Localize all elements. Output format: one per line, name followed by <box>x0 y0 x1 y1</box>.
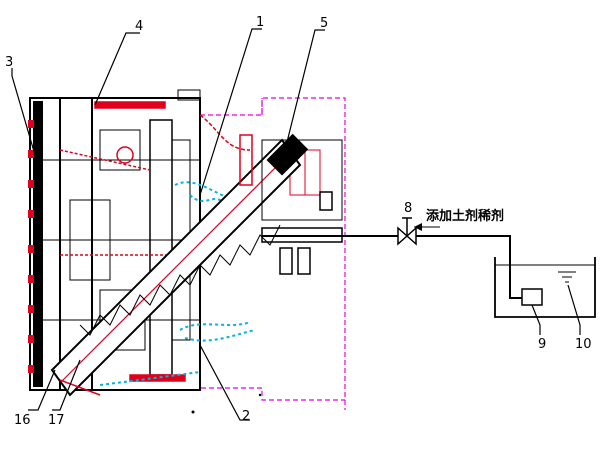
valve-8 <box>397 217 417 246</box>
additive-label: 添加土剂稀剂 <box>426 208 504 224</box>
label-4: 4 <box>135 19 143 34</box>
label-16: 16 <box>14 413 31 428</box>
label-5: 5 <box>320 16 328 31</box>
label-17: 17 <box>48 413 65 428</box>
label-9: 9 <box>538 337 546 352</box>
pipeline <box>262 223 522 299</box>
label-8: 8 <box>404 201 412 216</box>
specks <box>191 393 262 414</box>
label-2: 2 <box>242 409 250 424</box>
additive-tank <box>494 257 596 318</box>
cyan-lines <box>99 181 256 386</box>
label-1: 1 <box>256 15 264 30</box>
cutter-head <box>28 120 34 373</box>
label-10: 10 <box>575 337 592 352</box>
label-3: 3 <box>5 55 13 70</box>
leader-lines <box>11 28 581 421</box>
magenta-dashed-boundary <box>185 97 346 410</box>
screw-conveyor <box>50 133 309 397</box>
